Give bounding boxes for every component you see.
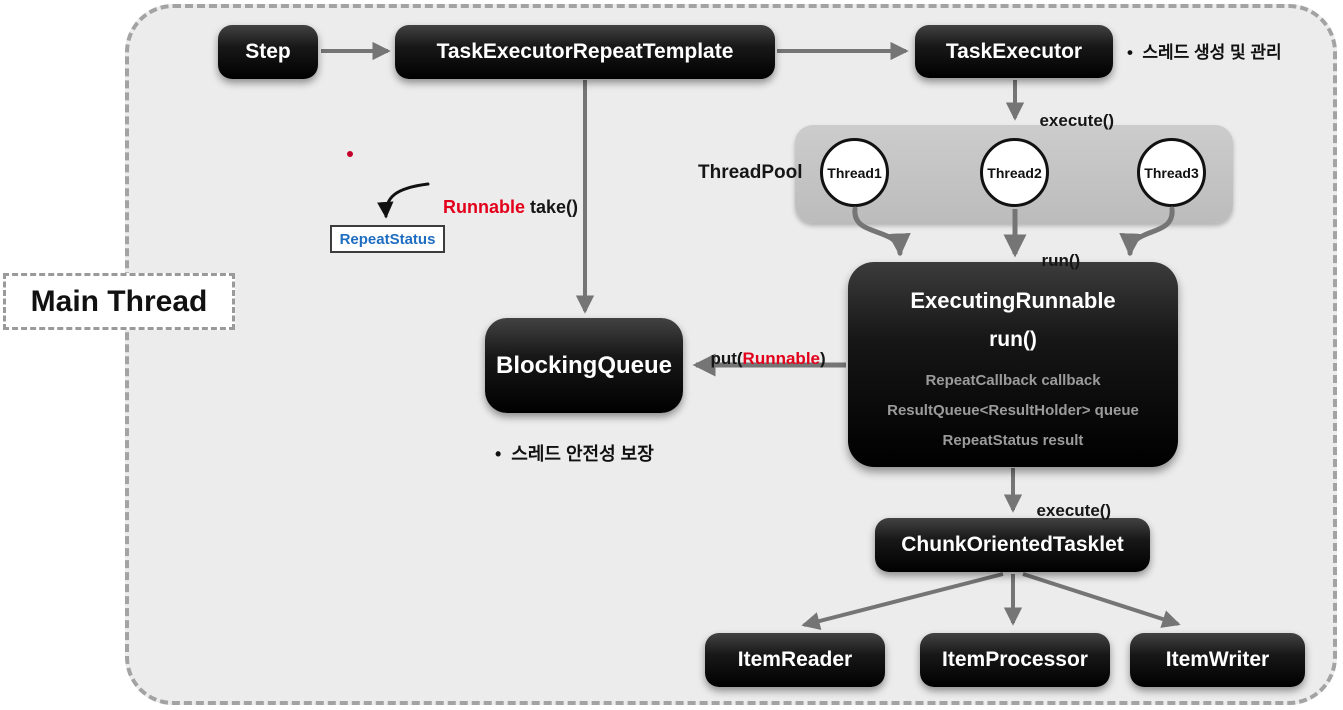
thread2-circle: Thread2 <box>980 138 1049 207</box>
thread3-label: Thread3 <box>1144 164 1199 181</box>
node-task-executor: TaskExecutor <box>915 25 1113 78</box>
take-arg-text: Runnable <box>443 197 526 217</box>
take-suffix-text: take() <box>525 197 579 217</box>
thread1-label: Thread1 <box>827 164 882 181</box>
main-thread-box: Main Thread <box>3 273 235 330</box>
thread1-circle: Thread1 <box>820 138 889 207</box>
edge-label-execute-top: execute() <box>1030 91 1114 131</box>
node-chunk-oriented-tasklet: ChunkOrientedTasklet <box>875 518 1150 572</box>
repeat-status-label: RepeatStatus <box>339 230 436 248</box>
executing-runnable-method: run() <box>989 328 1037 351</box>
executing-runnable-field: ResultQueue<ResultHolder> queue <box>887 402 1139 419</box>
node-blocking-queue-label: BlockingQueue <box>495 351 673 379</box>
executing-runnable-field: RepeatStatus result <box>942 432 1084 449</box>
note-thread-management: • 스레드 생성 및 관리 <box>1127 43 1282 62</box>
put-suffix-text: ) <box>820 349 826 368</box>
node-item-reader-label: ItemReader <box>737 648 853 671</box>
node-step: Step <box>218 25 318 79</box>
node-step-label: Step <box>245 40 291 63</box>
node-task-executor-repeat-template: TaskExecutorRepeatTemplate <box>395 25 775 79</box>
thread-pool-label: ThreadPool <box>698 162 803 183</box>
edge-label-put-runnable: put(Runnable) <box>701 329 826 369</box>
node-task-executor-repeat-template-label: TaskExecutorRepeatTemplate <box>436 40 734 63</box>
node-item-processor-label: ItemProcessor <box>942 648 1088 671</box>
thread3-circle: Thread3 <box>1137 138 1206 207</box>
executing-runnable-fields: RepeatCallback callback ResultQueue<Resu… <box>887 366 1139 456</box>
node-item-reader: ItemReader <box>705 633 885 687</box>
node-blocking-queue: BlockingQueue <box>485 318 683 413</box>
node-item-writer-label: ItemWriter <box>1165 648 1270 671</box>
edge-label-execute-bottom: execute() <box>1027 481 1111 521</box>
put-prefix-text: put( <box>710 349 743 368</box>
node-chunk-oriented-tasklet-label: ChunkOrientedTasklet <box>901 533 1124 556</box>
node-task-executor-label: TaskExecutor <box>945 39 1083 63</box>
put-arg-text: Runnable <box>742 349 820 368</box>
execute-top-text: execute() <box>1039 111 1115 130</box>
repeat-status-box: RepeatStatus <box>330 225 445 253</box>
annotation-runnable-take: Runnable take() <box>433 176 578 218</box>
executing-runnable-title: ExecutingRunnable <box>910 288 1116 313</box>
executing-runnable-field: RepeatCallback callback <box>925 372 1101 389</box>
thread2-label: Thread2 <box>987 164 1042 181</box>
node-executing-runnable: ExecutingRunnable run() RepeatCallback c… <box>848 262 1178 467</box>
note-thread-safety: • 스레드 안전성 보장 <box>495 444 654 464</box>
red-pointer-dot <box>347 151 353 157</box>
run-text: run() <box>1041 251 1081 270</box>
node-item-processor: ItemProcessor <box>920 633 1110 687</box>
edge-label-run: run() <box>1032 231 1080 271</box>
node-item-writer: ItemWriter <box>1130 633 1305 687</box>
main-thread-label: Main Thread <box>30 284 208 318</box>
execute-bottom-text: execute() <box>1036 501 1112 520</box>
